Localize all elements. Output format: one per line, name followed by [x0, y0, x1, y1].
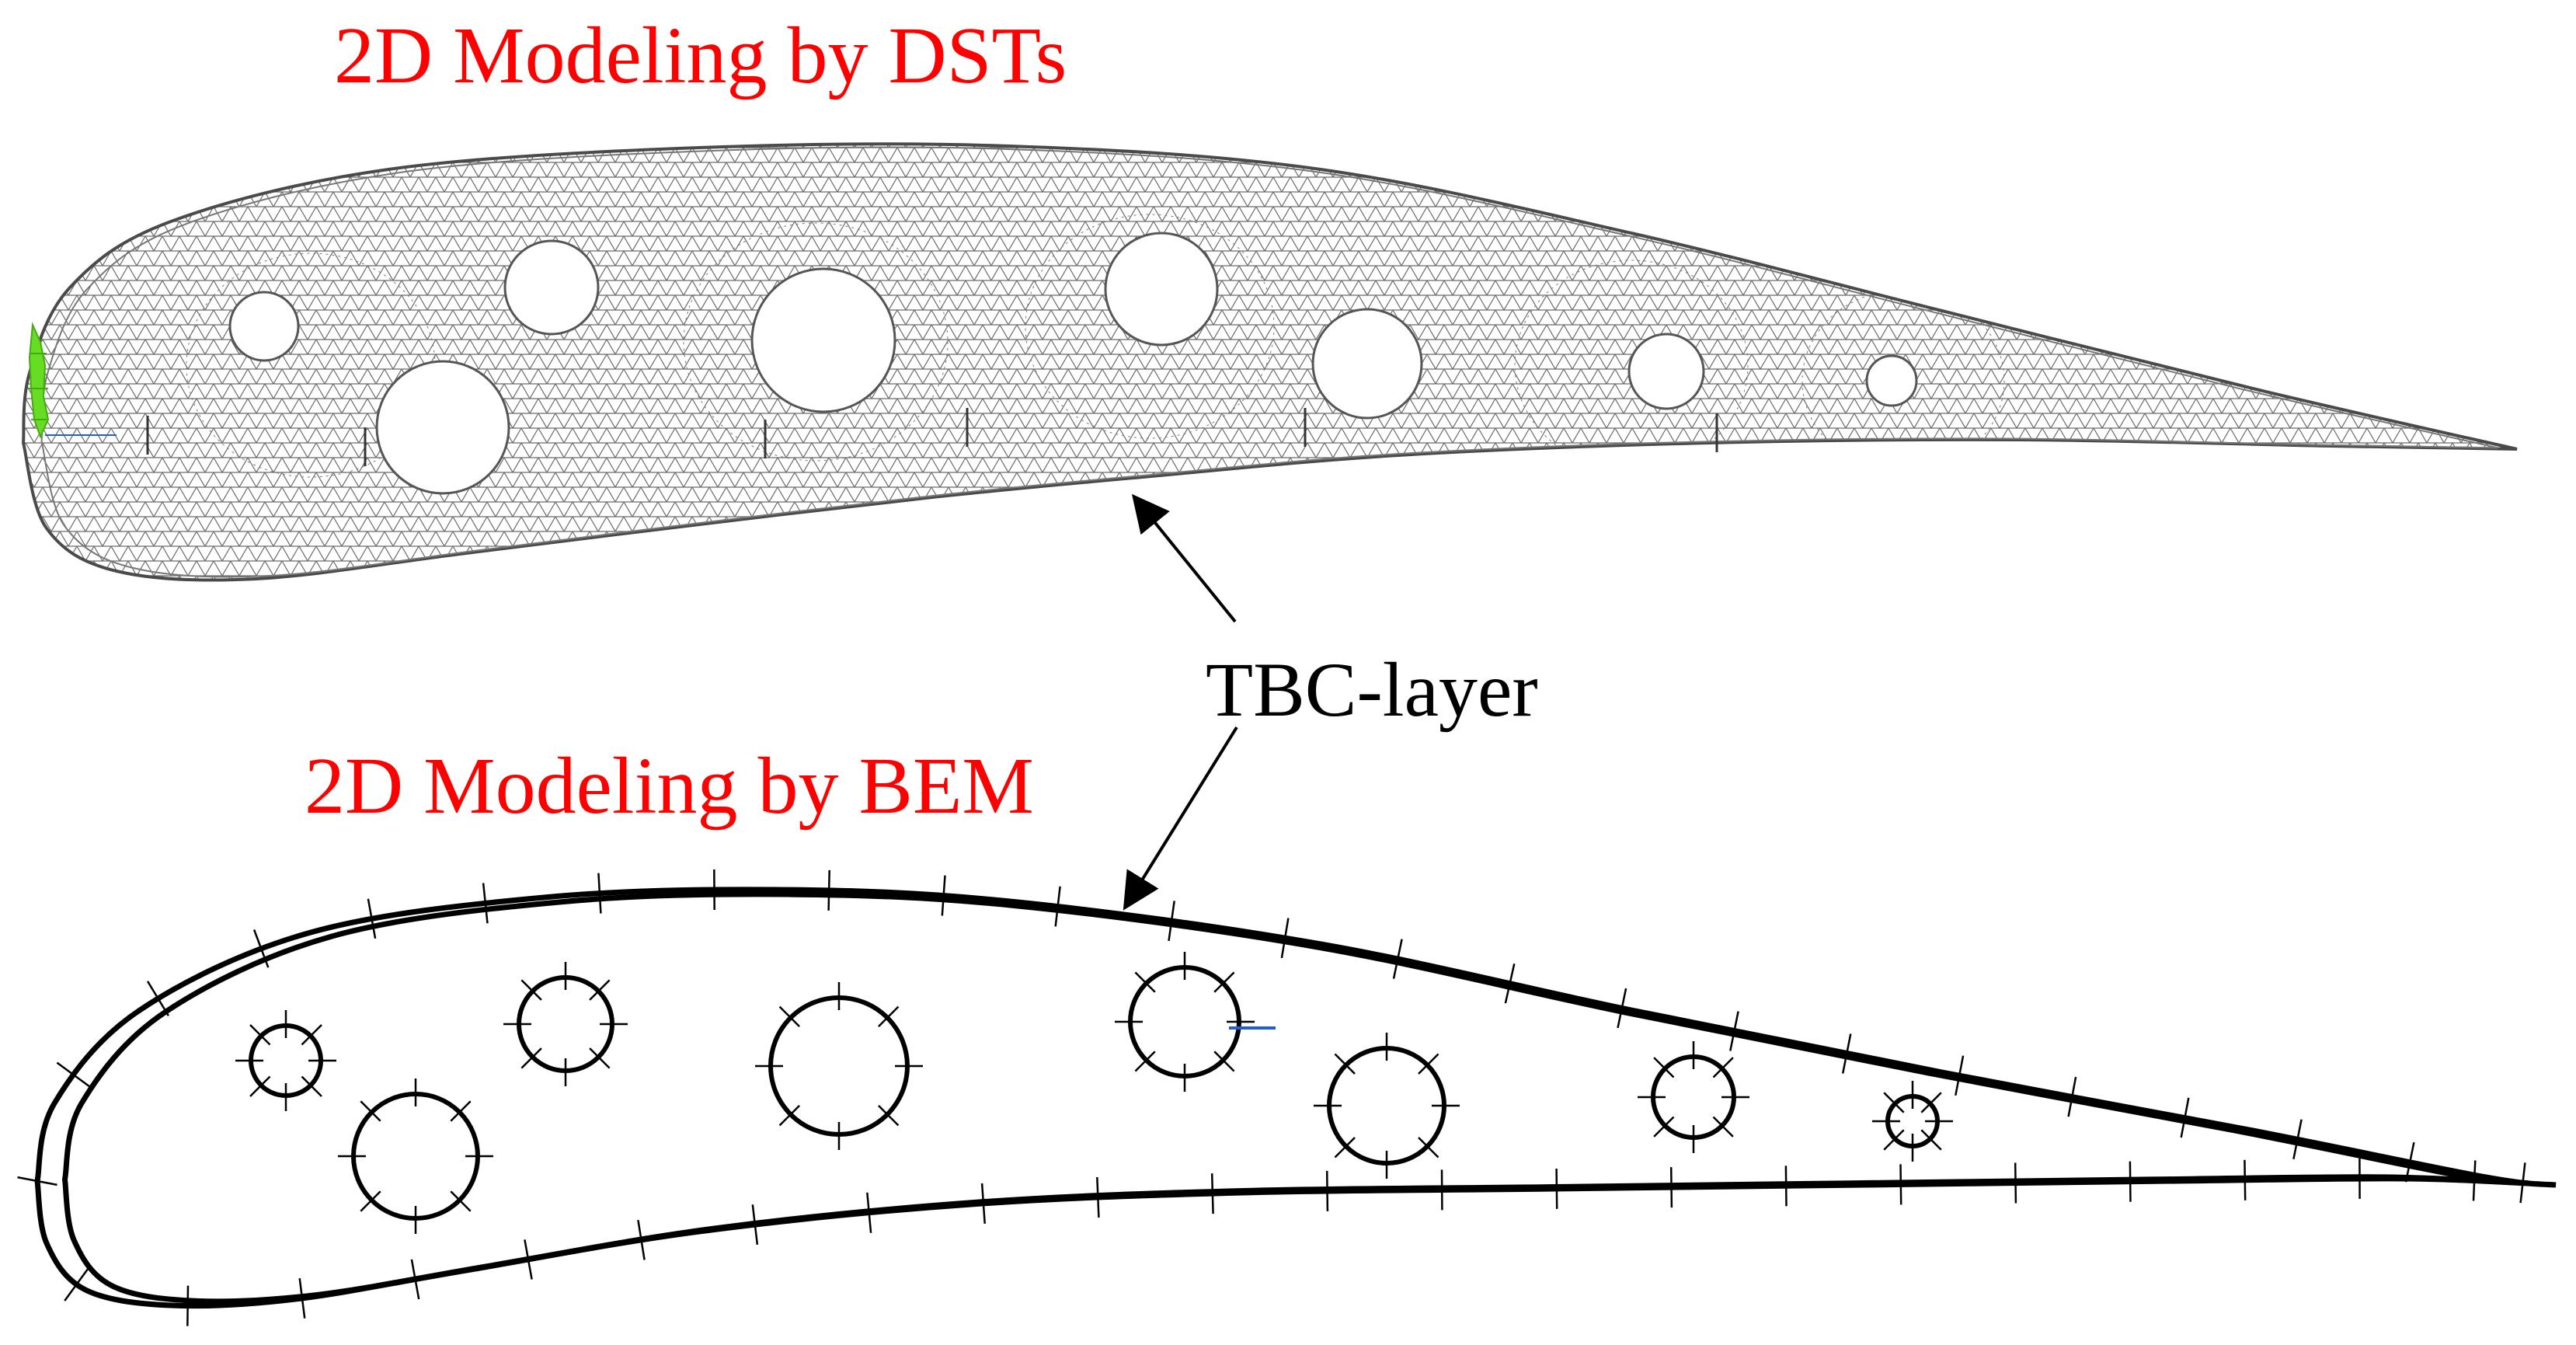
bem-cooling-hole: [1872, 1081, 1953, 1162]
dst-cooling-hole: [1313, 309, 1422, 418]
bem-element-tick: [1671, 1167, 1672, 1207]
bem-element-tick: [1327, 1171, 1328, 1211]
bem-cooling-hole: [338, 1078, 493, 1234]
bem-element-tick: [2130, 1162, 2131, 1202]
bem-cooling-hole: [755, 982, 923, 1150]
bem-boundary-airfoil: [18, 869, 2557, 1326]
bem-element-tick: [1212, 1173, 1213, 1214]
dst-cooling-hole: [1629, 334, 1704, 409]
tbc-layer-label: TBC-layer: [1206, 651, 1538, 729]
dst-cooling-hole: [377, 361, 509, 493]
bem-cooling-hole: [235, 1010, 336, 1111]
bem-element-tick: [187, 1286, 188, 1326]
arrow-to-dst-tbc: [1136, 499, 1235, 622]
bem-cooling-holes: [235, 952, 1953, 1234]
bem-element-tick: [2473, 1161, 2475, 1201]
bem-cooling-hole: [1314, 1033, 1460, 1179]
bem-element-tick: [2244, 1160, 2245, 1200]
bem-element-tick: [57, 1063, 89, 1087]
bem-element-tick: [148, 981, 169, 1016]
arrow-to-bem-tbc: [1126, 727, 1237, 905]
bem-element-tick: [2015, 1163, 2016, 1204]
bem-element-tick: [1557, 1169, 1558, 1209]
dst-cooling-hole: [1867, 356, 1916, 406]
bem-cooling-hole: [1115, 952, 1255, 1092]
dst-model-title: 2D Modeling by DSTs: [334, 16, 1067, 96]
dst-cooling-hole: [230, 292, 298, 361]
bem-element-tick: [1901, 1164, 1902, 1204]
dst-mesh-airfoil: [23, 144, 2517, 580]
bem-element-tick: [598, 873, 600, 914]
bem-element-tick: [64, 1268, 89, 1301]
bem-cooling-hole: [1638, 1041, 1749, 1153]
bem-cooling-hole: [503, 962, 628, 1086]
dst-cooling-hole: [505, 241, 598, 334]
bem-element-tick: [829, 870, 830, 911]
dst-cooling-hole: [752, 269, 895, 412]
bem-element-tick: [1097, 1177, 1098, 1218]
dst-cooling-hole: [1105, 233, 1217, 345]
bem-model-title: 2D Modeling by BEM: [305, 746, 1034, 827]
bem-element-tick: [1786, 1166, 1787, 1206]
